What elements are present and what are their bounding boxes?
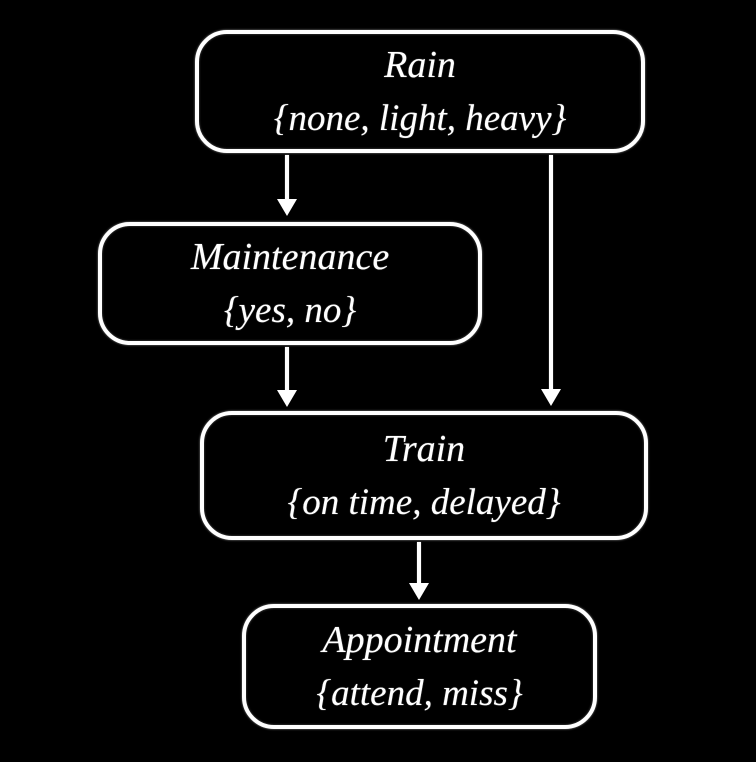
- node-train-states: {on time, delayed}: [287, 481, 561, 523]
- node-rain: Rain {none, light, heavy}: [195, 30, 645, 153]
- node-maintenance-states: {yes, no}: [223, 289, 357, 331]
- node-appointment-states: {attend, miss}: [316, 672, 523, 714]
- edge-train-to-appointment-arrow: [417, 542, 421, 584]
- node-rain-label: Rain: [384, 43, 456, 86]
- node-rain-states: {none, light, heavy}: [273, 97, 567, 139]
- node-train-label: Train: [382, 427, 466, 470]
- node-appointment: Appointment {attend, miss}: [242, 604, 597, 729]
- node-maintenance-label: Maintenance: [190, 235, 390, 278]
- node-train: Train {on time, delayed}: [200, 411, 648, 540]
- edge-rain-to-maintenance-arrow: [285, 155, 289, 200]
- edge-maintenance-to-train-arrow: [285, 347, 289, 391]
- edge-rain-to-train-arrow: [549, 155, 553, 390]
- node-maintenance: Maintenance {yes, no}: [98, 222, 482, 345]
- node-appointment-label: Appointment: [322, 618, 517, 661]
